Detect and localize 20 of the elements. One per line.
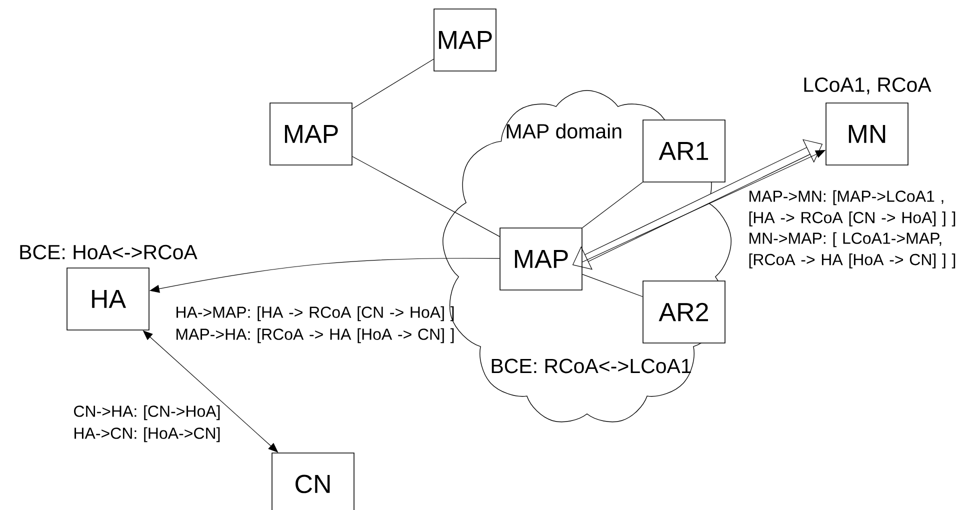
message-label: CN->HA: [CN->HoA] <box>74 405 220 420</box>
process-box: AR2 <box>642 280 726 344</box>
process-box: MAP <box>270 102 352 166</box>
process-box: MN <box>826 102 908 166</box>
connector <box>582 274 643 297</box>
process-box: HA <box>66 268 150 330</box>
message-label: MN->MAP: [ LCoA1->MAP, [RCoA -> HA [HoA -> CN] ] ] <box>749 232 956 268</box>
process-box: AR1 <box>642 120 726 182</box>
message-label: MAP->MN: [MAP->LCoA1 , [HA -> RCoA [CN -> HoA] ] ] <box>749 190 956 226</box>
process-box: CN <box>272 452 354 510</box>
process-box: MAP <box>500 228 582 290</box>
message-label: HA->MAP: [HA -> RCoA [CN -> HoA] ] <box>176 306 454 322</box>
message-label: MAP->HA: [RCoA -> HA [HoA -> CN] ] <box>176 328 454 344</box>
connector <box>582 182 643 228</box>
connector <box>352 156 500 237</box>
process-box: MAP <box>434 8 496 72</box>
connector <box>352 58 434 110</box>
box-caption: BCE: HoA<->RCoA <box>20 244 198 260</box>
message-label: HA->CN: [HoA->CN] <box>74 427 220 442</box>
box-caption: LCoA1, RCoA <box>804 77 932 94</box>
